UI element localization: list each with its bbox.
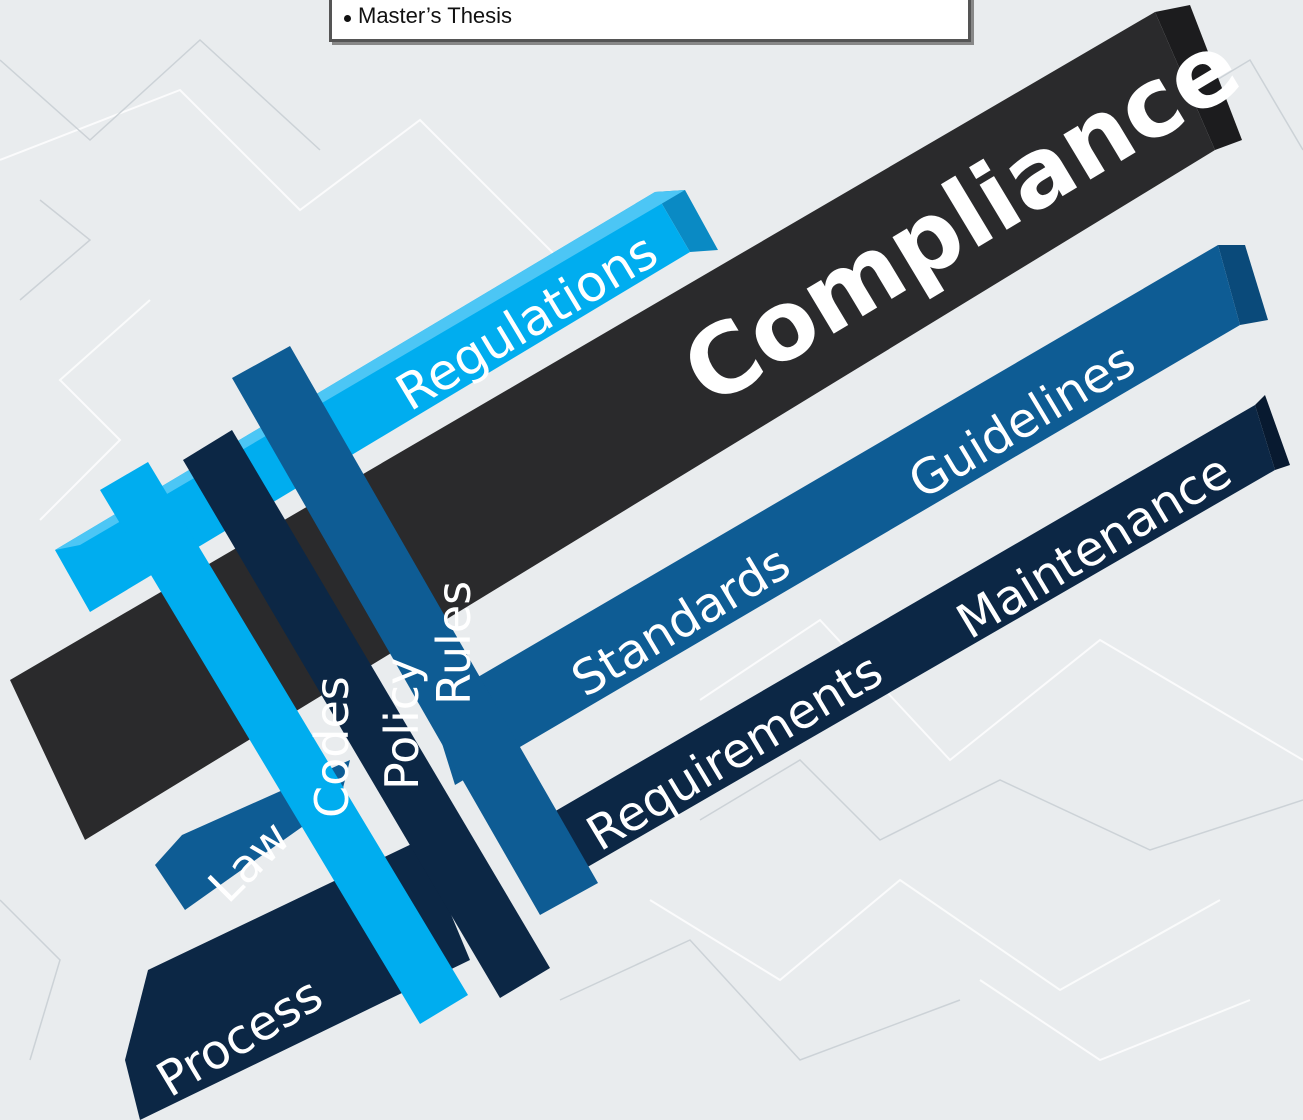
bullet-icon [344, 15, 351, 22]
guidelines-bar [430, 245, 1268, 785]
codes-bar [100, 462, 468, 1024]
rules-bar [232, 346, 598, 915]
policy-bar [183, 430, 550, 998]
note-item-thesis: Master’s Thesis [358, 3, 513, 28]
codes-label: Codes [305, 676, 359, 818]
maintenance-bar [540, 395, 1290, 880]
policy-label: Policy [375, 658, 429, 790]
maintenance-label: Maintenance [947, 443, 1241, 650]
note-box: Master’s Thesis [329, 0, 971, 42]
rules-label: Rules [427, 581, 481, 705]
